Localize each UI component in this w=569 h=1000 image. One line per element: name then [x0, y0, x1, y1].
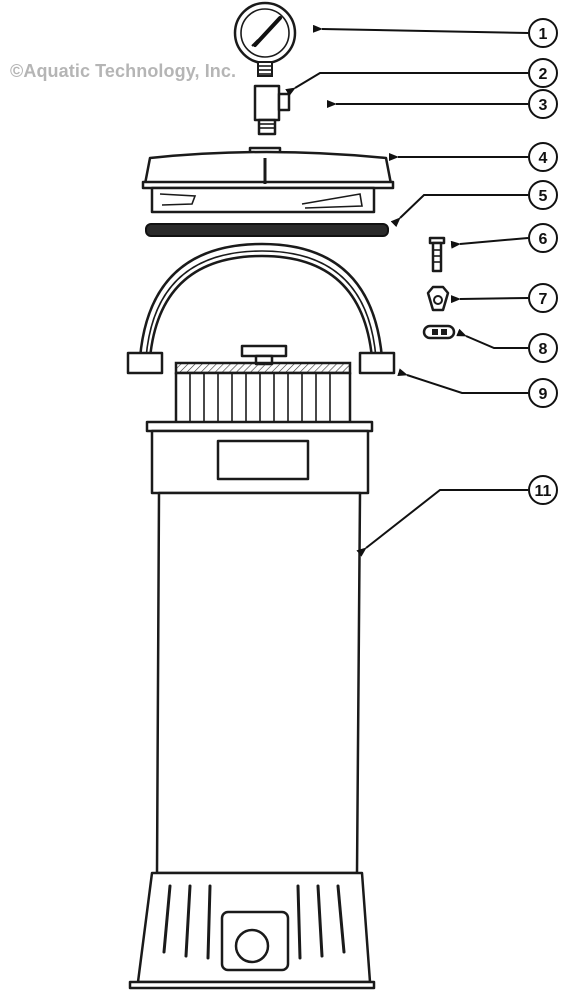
callout-3: 3: [528, 89, 558, 119]
lid-o-ring: [145, 223, 389, 237]
bolt: [428, 236, 446, 273]
callout-6: 6: [528, 223, 558, 253]
callout-number: 4: [539, 150, 548, 167]
filter-tank: [128, 420, 376, 990]
lid-handle: [126, 242, 396, 375]
copyright-watermark: ©Aquatic Technology, Inc.: [10, 61, 237, 81]
callout-7: 7: [528, 283, 558, 313]
callout-1: 1: [528, 18, 558, 48]
callout-number: 6: [539, 231, 548, 248]
callout-8: 8: [528, 333, 558, 363]
filter-cartridge: [174, 344, 352, 425]
callout-number: 11: [535, 483, 552, 500]
leader-lines: [285, 24, 529, 557]
tee-fitting: [253, 84, 291, 136]
callout-number: 8: [539, 341, 548, 358]
callout-number: 3: [539, 97, 548, 114]
callout-11: 11: [528, 475, 558, 505]
pressure-gauge: [233, 1, 297, 77]
callout-number: 2: [539, 66, 548, 83]
callout-number: 7: [539, 291, 548, 308]
callout-4: 4: [528, 142, 558, 172]
nut: [426, 285, 450, 312]
filter-lid: [141, 146, 395, 214]
callout-9: 9: [528, 378, 558, 408]
washer: [422, 324, 456, 340]
callout-2: 2: [528, 58, 558, 88]
callout-number: 1: [539, 26, 548, 43]
callout-number: 5: [539, 188, 548, 205]
callout-5: 5: [528, 180, 558, 210]
callout-number: 9: [539, 386, 548, 403]
